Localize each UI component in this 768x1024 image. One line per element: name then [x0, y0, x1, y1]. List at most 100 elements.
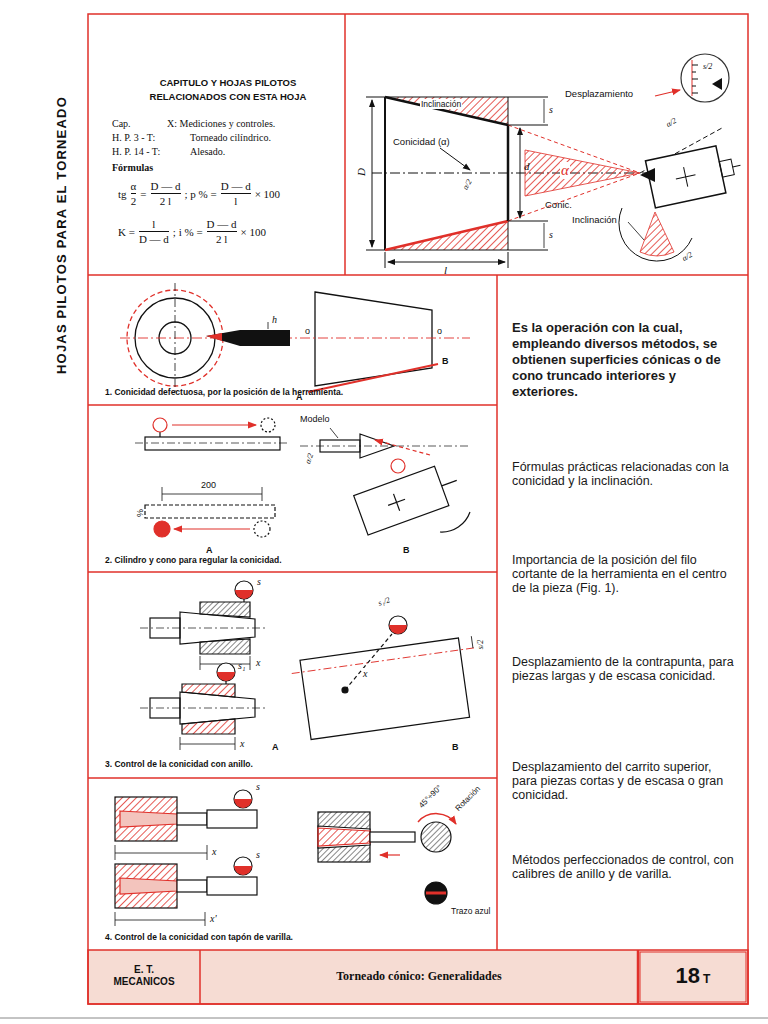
- dimension-label: x: [256, 657, 260, 668]
- reference-text: Torneado cilíndrico.: [190, 132, 271, 144]
- circle-shape: [153, 418, 167, 432]
- polygon-shape: [525, 150, 640, 196]
- polygon-shape: [206, 333, 222, 341]
- paragraph: Desplazamiento del carrito superior, par…: [512, 760, 738, 802]
- dimension-label: D: [355, 167, 367, 177]
- circle-shape: [425, 882, 447, 904]
- line-shape: [426, 892, 446, 895]
- line-shape: [508, 250, 548, 251]
- angle-label: α: [560, 162, 570, 179]
- path-shape: [640, 212, 674, 256]
- formula-term: tg: [118, 188, 127, 200]
- dimension-label: h: [272, 314, 277, 325]
- line-shape: [205, 912, 206, 926]
- line-shape: [330, 428, 338, 438]
- line-shape: [243, 599, 244, 602]
- figure-caption: 4. Control de la conicidad con tapón de …: [105, 932, 490, 943]
- line-shape: [250, 656, 251, 670]
- line-shape: [692, 93, 698, 94]
- line-shape: [692, 72, 696, 73]
- g-shape: [115, 790, 456, 926]
- line-shape: [88, 571, 497, 573]
- polygon-shape: [200, 602, 250, 617]
- rect-shape: [719, 159, 734, 177]
- g-shape: [140, 581, 484, 750]
- line-shape: [200, 656, 201, 670]
- rect-shape: [115, 797, 177, 841]
- fraction: D — dl: [221, 180, 251, 207]
- figure-letter: B: [452, 742, 459, 752]
- rect-shape: [115, 864, 177, 908]
- formula: tgα2=D — d2 l; p % =D — dl× 100: [118, 180, 280, 207]
- line-shape: [344, 14, 346, 275]
- figure-panel: 2. Cilindro y cono para regular la conic…: [88, 405, 497, 572]
- line-shape: [159, 432, 160, 437]
- line-shape: [692, 79, 698, 80]
- fraction: α2: [131, 180, 137, 207]
- angle-label: α/2: [303, 452, 315, 465]
- rect-shape: [88, 950, 748, 1004]
- line-shape: [135, 443, 290, 444]
- line-shape: [88, 777, 497, 779]
- g-shape: [290, 636, 484, 741]
- sheet-title: Torneado cónico: Generalidades: [204, 969, 634, 984]
- line-shape: [235, 737, 236, 750]
- g-shape: [645, 142, 745, 208]
- path-shape: [440, 512, 470, 532]
- line-shape: [140, 708, 265, 709]
- dimension-label: x: [362, 668, 368, 679]
- line-shape: [508, 97, 548, 98]
- part-label: Desplazamiento: [565, 88, 633, 99]
- rect-shape: [354, 466, 449, 535]
- numerator: D — d: [207, 218, 237, 230]
- line-shape: [292, 648, 475, 674]
- reference-text: H. P. 14 - T:: [112, 146, 160, 158]
- line-shape: [174, 528, 250, 529]
- panel-heading: CAPITULO Y HOJAS PILOTOS RELACIONADOS CO…: [133, 76, 323, 104]
- dimension-label: s: [256, 849, 260, 860]
- line-shape: [88, 274, 748, 276]
- reference-text: H. P. 3 - T:: [112, 132, 155, 144]
- line-shape: [508, 221, 548, 222]
- line-shape: [692, 86, 696, 87]
- denominator: 2 l: [216, 233, 227, 245]
- fraction-bar: [221, 193, 251, 194]
- fraction: D — d2 l: [151, 180, 181, 207]
- line-shape: [692, 65, 698, 66]
- line-shape: [0, 1018, 768, 1019]
- line-shape: [172, 424, 256, 425]
- polygon-shape: [385, 97, 508, 125]
- dimension-label: s/2: [703, 62, 712, 71]
- mark-label: Trazo azul: [451, 906, 490, 916]
- polygon-shape: [182, 719, 235, 734]
- dimension-label: l: [444, 264, 447, 276]
- reference-text: Alesado.: [190, 146, 225, 158]
- path-shape: [619, 208, 692, 261]
- fraction-bar: [139, 231, 169, 232]
- fraction: D — d 2 l: [207, 218, 237, 245]
- dimension-label: %: [135, 509, 145, 517]
- line-shape: [140, 628, 265, 629]
- line-shape: [207, 845, 208, 860]
- line-shape: [388, 499, 405, 505]
- polygon-shape: [318, 828, 370, 846]
- line-shape: [388, 262, 505, 263]
- formula-term: ; p % =: [185, 188, 217, 200]
- band-label: Inclinación: [420, 99, 462, 109]
- rect-shape: [177, 880, 207, 892]
- paragraph: Fórmulas prácticas relacionadas con la c…: [512, 460, 738, 488]
- circle-shape: [681, 54, 729, 102]
- point-label: o: [305, 326, 310, 336]
- reference-text: Cap.: [112, 118, 131, 130]
- figure-letter: A: [272, 742, 279, 752]
- paragraph: Métodos perfeccionados de control, con c…: [512, 853, 738, 881]
- line-shape: [508, 252, 509, 268]
- circle-shape: [234, 790, 252, 808]
- point-label: A: [296, 392, 303, 402]
- fraction-bar: [151, 193, 181, 194]
- footer-cell: Torneado cónico: Generalidades: [200, 950, 638, 1004]
- polygon-shape: [182, 684, 235, 697]
- denominator: 2 l: [160, 195, 171, 207]
- circle-shape: [217, 663, 235, 681]
